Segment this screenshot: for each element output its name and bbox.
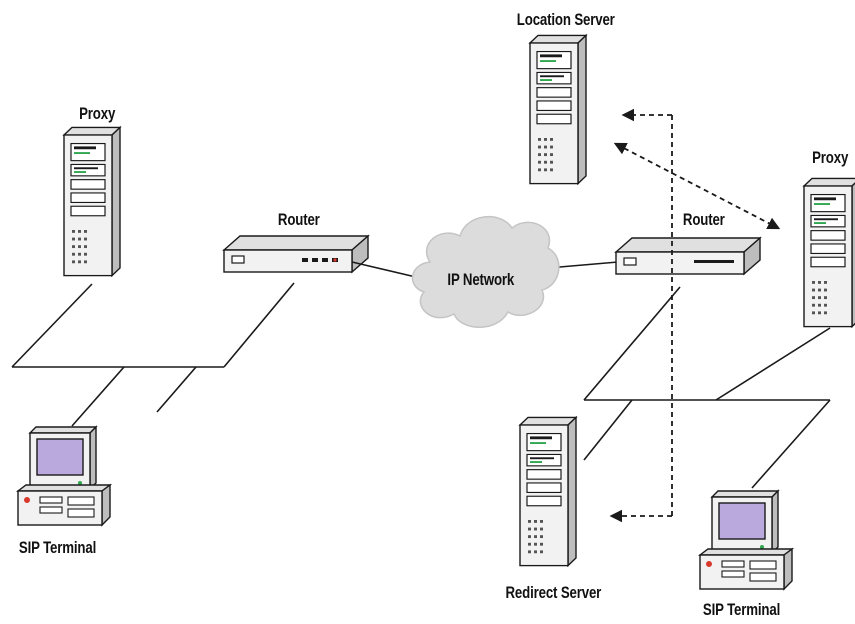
location-server-icon: [529, 34, 587, 185]
proxy-left-server-icon: [63, 126, 121, 277]
location-server-label: Location Server: [516, 10, 615, 29]
router-right-icon: [615, 237, 761, 275]
sip-terminal-right-icon: [699, 490, 793, 590]
proxy-left-label: Proxy: [79, 104, 116, 123]
right-lan-segment: [583, 286, 831, 489]
router-left-icon: [223, 235, 369, 273]
redirect-server-label: Redirect Server: [505, 583, 602, 602]
sip-terminal-left-label: SIP Terminal: [18, 538, 97, 557]
redirect-server-icon: [519, 416, 577, 567]
proxy-right-server-icon: [803, 177, 855, 328]
sip-terminal-left-icon: [17, 426, 111, 526]
router-right-label: Router: [682, 210, 725, 229]
signaling-paths: [609, 108, 781, 523]
sip-terminal-right-label: SIP Terminal: [702, 600, 781, 619]
signaling-location-proxy: [613, 142, 781, 230]
router-right-cloud-link: [547, 261, 619, 269]
left-lan-segment: [11, 282, 295, 427]
ip-network-label: IP Network: [447, 270, 515, 289]
proxy-right-label: Proxy: [812, 148, 849, 167]
router-left-cloud-link: [351, 261, 421, 279]
router-left-label: Router: [277, 210, 320, 229]
ip-network-cloud-icon: [411, 215, 560, 328]
